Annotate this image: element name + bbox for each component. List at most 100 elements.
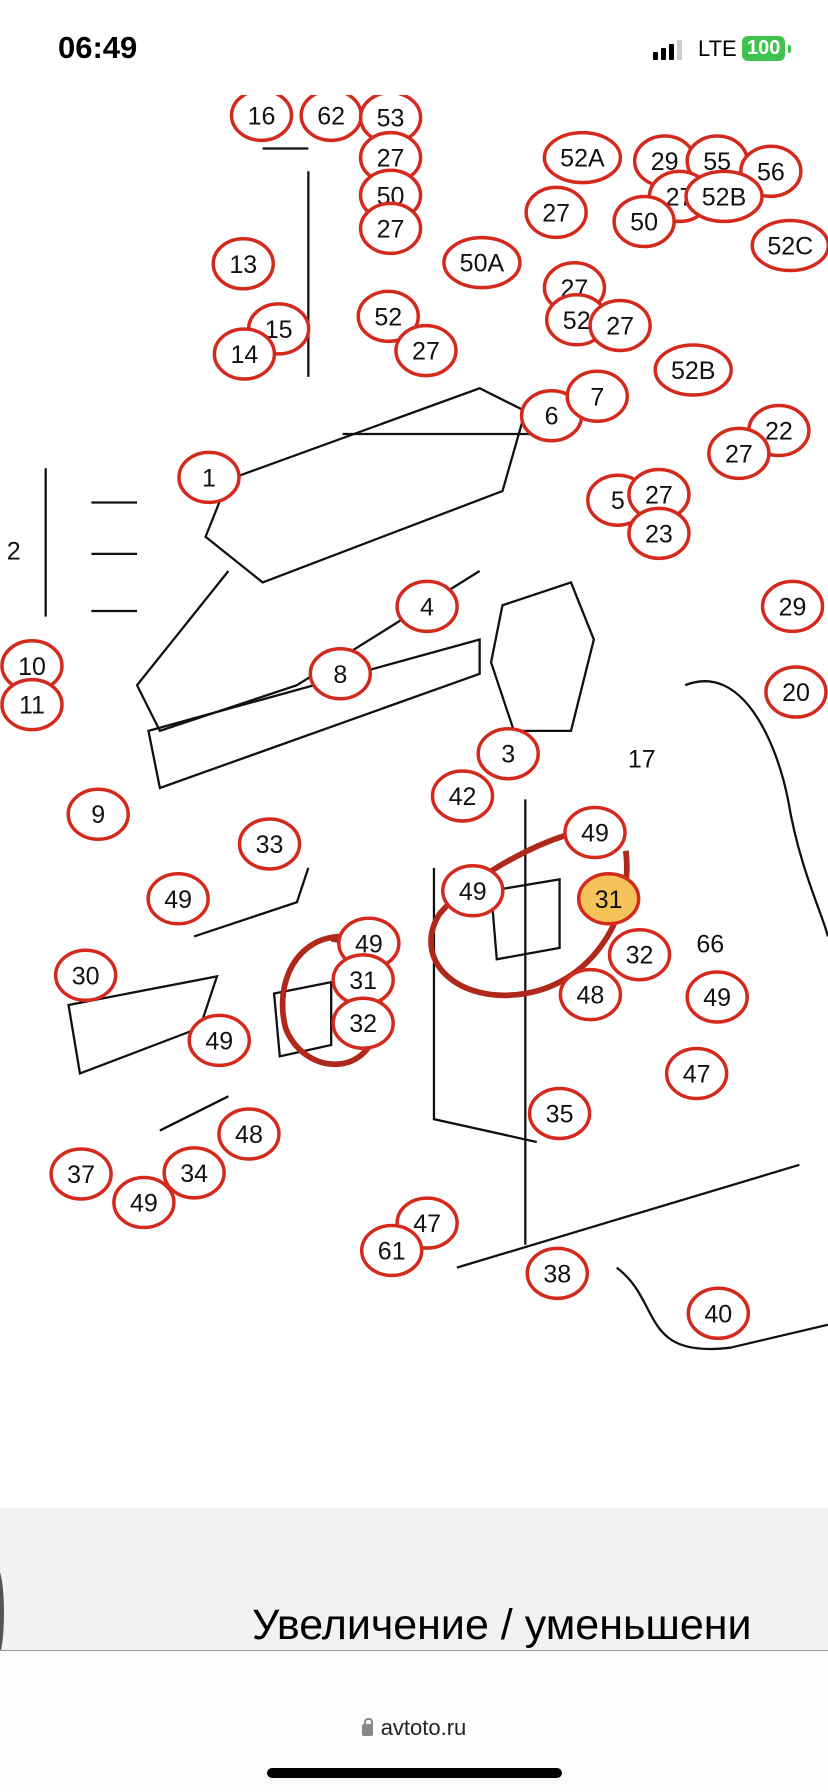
callout-circle [356, 289, 421, 344]
callout-32[interactable]: 32 [607, 927, 672, 982]
callout-52B[interactable]: 52B [684, 169, 764, 224]
callout-11[interactable]: 11 [0, 677, 64, 732]
callout-35[interactable]: 35 [527, 1086, 592, 1141]
callout-49[interactable]: 49 [685, 970, 749, 1024]
callout-1[interactable]: 1 [177, 450, 241, 505]
callout-27[interactable]: 27 [707, 426, 771, 481]
callout-circle [476, 726, 540, 781]
callout-49[interactable]: 49 [563, 805, 627, 860]
diagram-line [204, 387, 527, 584]
callout-53[interactable]: 53 [358, 90, 423, 145]
diagram-line [489, 580, 596, 733]
callout-16[interactable]: 16 [229, 88, 294, 143]
callout-33[interactable]: 33 [237, 817, 302, 871]
callout-49[interactable]: 49 [441, 864, 505, 918]
callout-27[interactable]: 27 [524, 185, 588, 240]
home-indicator[interactable] [267, 1768, 562, 1778]
callout-31[interactable]: 31 [331, 953, 395, 1007]
callout-number: 4 [420, 593, 434, 621]
callout-27[interactable]: 27 [588, 298, 652, 353]
callout-23[interactable]: 23 [627, 506, 691, 561]
callout-number: 23 [645, 520, 673, 548]
callout-52C[interactable]: 52C [750, 218, 828, 273]
callout-49[interactable]: 49 [187, 1013, 252, 1068]
callout-number: 52B [702, 183, 746, 211]
callout-circle [563, 805, 627, 860]
callout-number: 47 [413, 1210, 441, 1238]
callout-circle [558, 967, 623, 1022]
callout-9[interactable]: 9 [66, 787, 130, 841]
callout-40[interactable]: 40 [686, 1286, 751, 1341]
diagram-line [193, 867, 310, 938]
prev-image-button[interactable] [0, 1568, 4, 1650]
callout-49[interactable]: 49 [112, 1175, 176, 1230]
callout-number: 29 [779, 593, 807, 621]
callout-number: 34 [180, 1160, 208, 1188]
callout-number: 49 [459, 878, 487, 906]
callout-circle [53, 948, 118, 1003]
callout-48[interactable]: 48 [217, 1107, 281, 1161]
callout-52B[interactable]: 52B [653, 343, 733, 397]
callout-number: 48 [577, 982, 605, 1010]
callout-30[interactable]: 30 [53, 948, 118, 1003]
battery-icon: 100 [742, 36, 786, 61]
callout-number: 22 [765, 418, 793, 446]
callout-number: 48 [235, 1121, 263, 1149]
callout-8[interactable]: 8 [308, 647, 373, 701]
signal-icon [653, 40, 682, 60]
callout-number: 27 [606, 312, 634, 340]
callout-31[interactable]: 31 [576, 872, 641, 926]
callout-4[interactable]: 4 [395, 579, 459, 634]
callout-52A[interactable]: 52A [542, 130, 623, 185]
browser-address-bar[interactable]: avtoto.ru [0, 1651, 828, 1792]
diagram-line [615, 1266, 828, 1351]
callout-circle [112, 1175, 176, 1230]
callout-circle [0, 677, 64, 732]
callout-47[interactable]: 47 [664, 1046, 729, 1101]
callout-34[interactable]: 34 [162, 1146, 226, 1200]
callout-number: 5 [611, 487, 625, 515]
callout-13[interactable]: 13 [211, 237, 275, 291]
callout-3[interactable]: 3 [476, 726, 540, 781]
callout-32[interactable]: 32 [331, 996, 395, 1050]
callout-number: 8 [333, 661, 347, 689]
callout-49[interactable]: 49 [146, 872, 210, 926]
status-bar: 06:49 LTE 100 [0, 0, 828, 95]
callout-7[interactable]: 7 [565, 369, 630, 424]
callout-number: 32 [349, 1010, 377, 1038]
diagram-line [159, 1095, 229, 1132]
callout-52[interactable]: 52 [356, 289, 421, 344]
clock: 06:49 [58, 30, 138, 65]
callout-37[interactable]: 37 [49, 1147, 113, 1201]
diagram-line [456, 1163, 800, 1269]
callout-number: 52 [563, 307, 591, 335]
callout-27[interactable]: 27 [358, 201, 423, 256]
callout-14[interactable]: 14 [212, 327, 277, 381]
callout-61[interactable]: 61 [359, 1223, 424, 1278]
callout-number: 52B [671, 357, 715, 385]
callout-62[interactable]: 62 [299, 88, 363, 143]
callout-number: 50 [630, 209, 658, 237]
callout-27[interactable]: 27 [394, 323, 458, 378]
callout-number: 31 [349, 967, 377, 995]
callout-42[interactable]: 42 [430, 769, 495, 823]
callout-number: 13 [229, 251, 257, 279]
callout-number: 30 [72, 962, 100, 990]
callout-29[interactable]: 29 [760, 579, 825, 634]
url-display[interactable]: avtoto.ru [0, 1715, 828, 1741]
callout-38[interactable]: 38 [525, 1246, 590, 1301]
callout-number: 7 [590, 383, 604, 411]
callout-circle [764, 665, 828, 719]
callout-circle [441, 864, 505, 918]
callout-20[interactable]: 20 [764, 665, 828, 719]
callout-48[interactable]: 48 [558, 967, 623, 1022]
callout-50[interactable]: 50 [612, 194, 676, 249]
callout-number: 40 [704, 1300, 732, 1328]
callout-50A[interactable]: 50A [442, 235, 522, 290]
callout-number: 27 [542, 199, 570, 227]
callout-circle [576, 872, 641, 926]
image-caption-bar[interactable]: Увеличение / уменьшени [0, 1508, 828, 1651]
callout-27[interactable]: 27 [627, 467, 691, 522]
